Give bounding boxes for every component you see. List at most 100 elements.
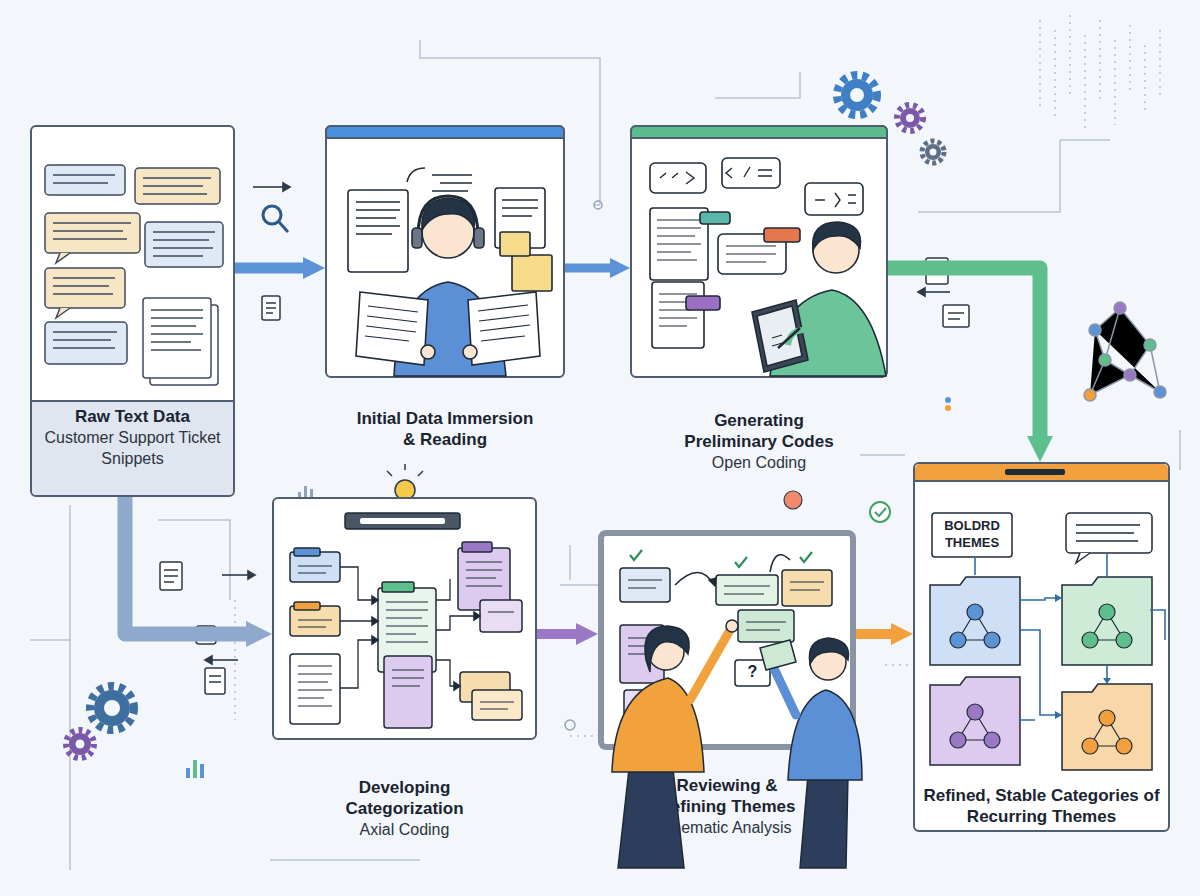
box-frame: [598, 530, 856, 750]
ticket-snippets: [56, 253, 70, 263]
flow-arrow: [888, 268, 1040, 436]
small-arrow-icon: [248, 571, 255, 579]
dotted-data-stream: [1039, 20, 1041, 110]
review-board-illustration: [709, 578, 716, 586]
coder-illustration: [718, 234, 786, 274]
coder-illustration: [650, 163, 706, 193]
document-icon: [948, 313, 964, 319]
step-title: Generating Preliminary Codes: [674, 410, 844, 452]
ticket-snippets: [56, 308, 70, 318]
category-map-illustration: [378, 588, 436, 672]
reader-illustration: [365, 305, 530, 341]
category-map-illustration: [382, 582, 414, 592]
coder-illustration: [778, 328, 800, 348]
theme-folders-illustration: [1062, 684, 1152, 770]
coder-illustration: [813, 222, 861, 250]
network-icon: [1154, 386, 1166, 398]
theme-folders-illustration: [1062, 577, 1152, 665]
category-map-illustration: [458, 548, 510, 610]
process-box: Generating Preliminary CodesOpen Coding: [630, 125, 888, 455]
coder-illustration: [813, 227, 859, 273]
network-icon: [1090, 308, 1160, 395]
gear-icon: [69, 733, 91, 755]
reader-illustration: [412, 228, 422, 248]
step-title: Initial Data Immersion & Reading: [353, 408, 538, 450]
coder-illustration: [657, 220, 701, 260]
box-caption: Reviewing & Refining ThemesThematic Anal…: [650, 775, 805, 838]
category-map-illustration: [372, 596, 480, 690]
box-frame: [325, 125, 565, 378]
theme-folders-illustration: [1082, 632, 1098, 648]
theme-folders-illustration: [930, 577, 1020, 665]
theme-folders-illustration: [930, 469, 1165, 770]
reader-illustration: [422, 198, 475, 230]
box-caption: Raw Text DataCustomer Support Ticket Sni…: [38, 406, 228, 469]
coder-illustration: [650, 208, 708, 280]
network-icon: [1114, 302, 1126, 314]
review-board-illustration: [770, 660, 796, 715]
gear-icon: [104, 700, 120, 716]
document-icon: [160, 562, 182, 590]
flow-arrow: [856, 629, 891, 639]
reader-illustration: [418, 196, 478, 236]
small-arrow-icon: [205, 656, 212, 664]
ticket-snippets: [45, 165, 223, 385]
gear-icon: [94, 690, 130, 726]
theme-folders-illustration: [1076, 525, 1140, 541]
coder-illustration: [652, 282, 704, 348]
review-board-illustration: [809, 638, 848, 664]
review-board-illustration: [675, 573, 714, 586]
network-icon: [1089, 324, 1101, 336]
network-icon: [1084, 302, 1166, 401]
box-caption: Refined, Stable Categories of Recurring …: [917, 785, 1167, 827]
reader-illustration: [394, 282, 506, 376]
status-dot: [875, 508, 886, 516]
document-icon: [930, 266, 944, 272]
gear-icon: [850, 88, 864, 102]
process-box: Initial Data Immersion & Reading: [325, 125, 565, 430]
reader-illustration: [348, 190, 408, 272]
document-icon: [943, 305, 969, 327]
dotted-data-stream: [570, 735, 600, 737]
box-frame: [272, 497, 537, 740]
source-box: Raw Text DataCustomer Support Ticket Sni…: [30, 125, 235, 497]
reader-illustration: [474, 228, 484, 248]
ticket-snippets: [143, 298, 211, 378]
category-map-illustration: [290, 654, 340, 724]
step-title: Developing Categorization: [330, 777, 480, 819]
review-board-illustration: [760, 640, 796, 670]
theme-folders-illustration: [1116, 738, 1132, 754]
circuit-line: [30, 40, 1180, 870]
coder-illustration: [659, 294, 697, 326]
magnifier-icon: [263, 206, 288, 232]
category-map-illustration: [294, 602, 320, 610]
theme-folders-illustration: [1055, 594, 1111, 719]
reader-illustration: [512, 255, 552, 291]
network-icon: [1084, 389, 1096, 401]
reader-illustration: [463, 345, 477, 359]
gear-icon: [841, 79, 873, 111]
review-board-illustration: [618, 760, 684, 868]
box-frame: [717, 516, 737, 530]
review-board-illustration: [612, 678, 704, 772]
step-title: Raw Text Data: [38, 406, 228, 427]
box-caption: Generating Preliminary CodesOpen Coding: [674, 410, 844, 473]
coder-illustration: [686, 296, 720, 310]
theme-folders-illustration: [1090, 612, 1124, 640]
step-subtitle: Customer Support Ticket Snippets: [38, 427, 228, 469]
theme-folders-illustration: [958, 612, 992, 640]
small-arrow-icon: [283, 183, 290, 191]
magnifier-icon: [279, 222, 288, 232]
bar-chart-icon: [193, 760, 197, 778]
small-arrow-icon: [918, 288, 925, 296]
category-map-illustration: [294, 548, 320, 556]
circuit-line: [69, 505, 71, 870]
small-arrow-icon: [222, 574, 248, 576]
reader-illustration: [502, 200, 538, 216]
category-map-illustration: [298, 562, 514, 709]
flow-arrow: [537, 629, 576, 639]
box-frame: [630, 125, 888, 378]
